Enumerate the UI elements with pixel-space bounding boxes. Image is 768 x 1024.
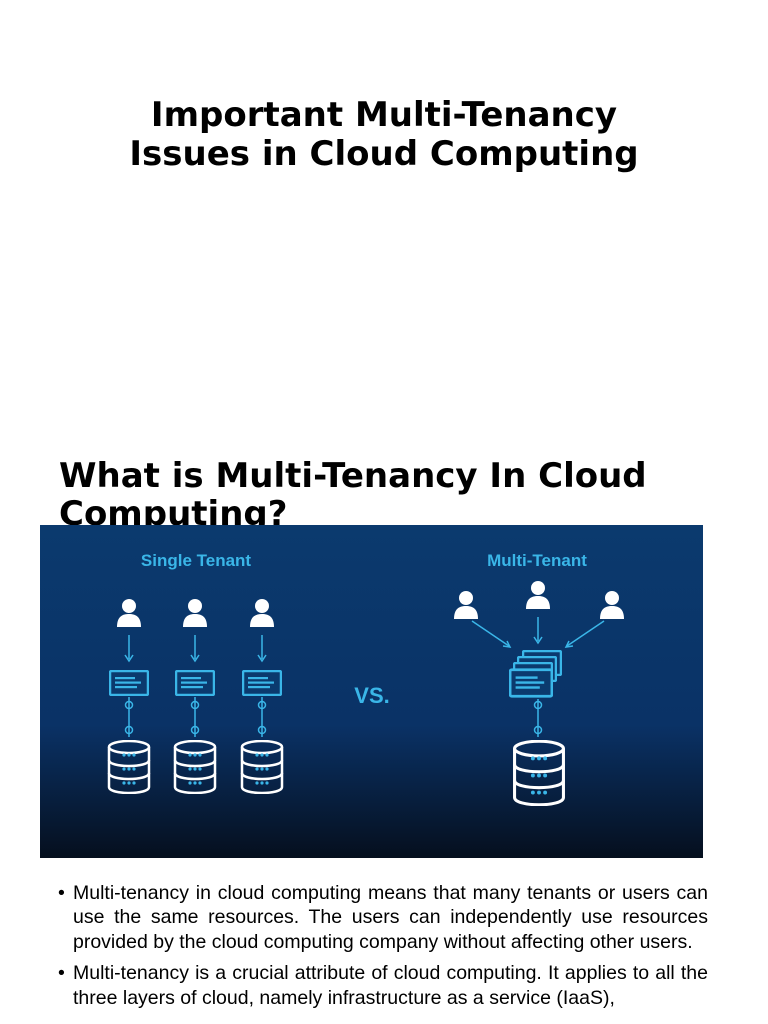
server-icon: [242, 670, 282, 696]
bullet-marker: •: [58, 882, 65, 904]
bullet-text: Multi-tenancy is a crucial attribute of …: [73, 962, 708, 1009]
server-icon: [175, 670, 215, 696]
single-vs-multi-tenant-figure: Single Tenant VS. Multi-Tenant: [40, 525, 703, 858]
server-icon: [509, 668, 553, 698]
bullet-item: • Multi-tenancy in cloud computing means …: [58, 881, 708, 954]
server-icon: [109, 670, 149, 696]
slide-title: Important Multi-Tenancy Issues in Cloud …: [0, 96, 768, 174]
bullet-item: • Multi-tenancy is a crucial attribute of…: [58, 961, 708, 1010]
multi-tenant-stack: [454, 581, 624, 806]
bullet-marker: •: [58, 962, 65, 985]
single-tenant-stack-2: [173, 599, 217, 794]
slide-title-line-2: Issues in Cloud Computing: [129, 134, 639, 174]
vs-label: VS.: [354, 683, 389, 708]
slide-title-line-1: Important Multi-Tenancy: [150, 95, 618, 135]
bullet-text: Multi-tenancy in cloud computing means t…: [73, 882, 708, 953]
bullet-list: • Multi-tenancy in cloud computing means …: [58, 881, 708, 1017]
figure-background: [40, 525, 703, 858]
multi-tenant-label: Multi-Tenant: [487, 551, 587, 570]
single-tenant-stack-3: [240, 599, 284, 794]
single-tenant-stack-1: [107, 599, 151, 794]
section-heading: What is Multi-Tenancy In Cloud Computing…: [59, 456, 647, 534]
single-tenant-label: Single Tenant: [141, 551, 252, 570]
